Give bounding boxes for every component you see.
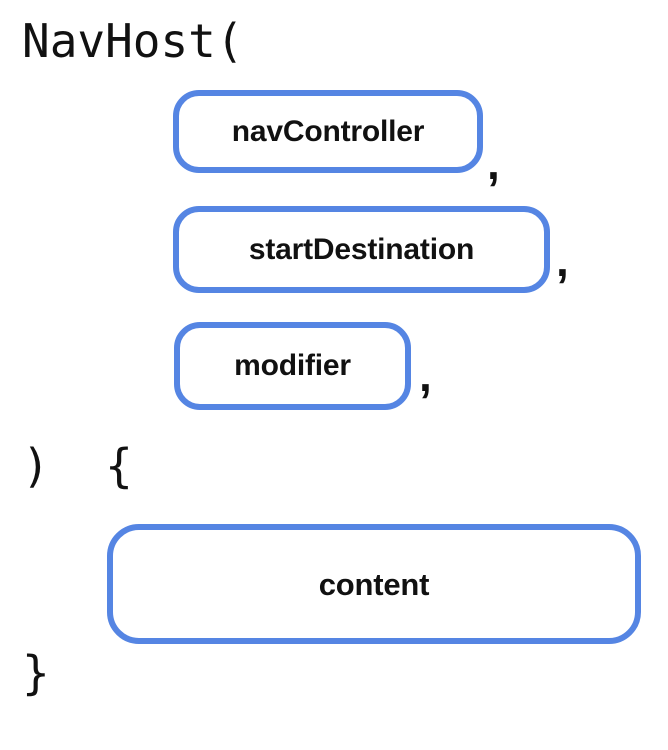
parameter-pill-modifier-label: modifier: [234, 349, 351, 382]
parameter-separator-comma-1: ,: [487, 137, 500, 189]
code-token-close-paren-open-brace: ) {: [22, 439, 133, 493]
parameter-pill-navcontroller[interactable]: navController: [173, 90, 483, 173]
parameter-pill-navcontroller-label: navController: [231, 114, 425, 148]
parameter-pill-modifier[interactable]: modifier: [174, 322, 411, 410]
content-lambda-pill[interactable]: content: [107, 524, 641, 644]
parameter-separator-comma-3: ,: [419, 349, 432, 401]
content-lambda-label: content: [318, 566, 430, 602]
code-token-navhost-open: NavHost(: [22, 14, 244, 68]
code-token-close-brace: }: [22, 646, 50, 700]
parameter-separator-comma-2: ,: [556, 234, 569, 286]
parameter-pill-startdestination-label: startDestination: [248, 232, 475, 266]
parameter-pill-startdestination[interactable]: startDestination: [173, 206, 550, 293]
